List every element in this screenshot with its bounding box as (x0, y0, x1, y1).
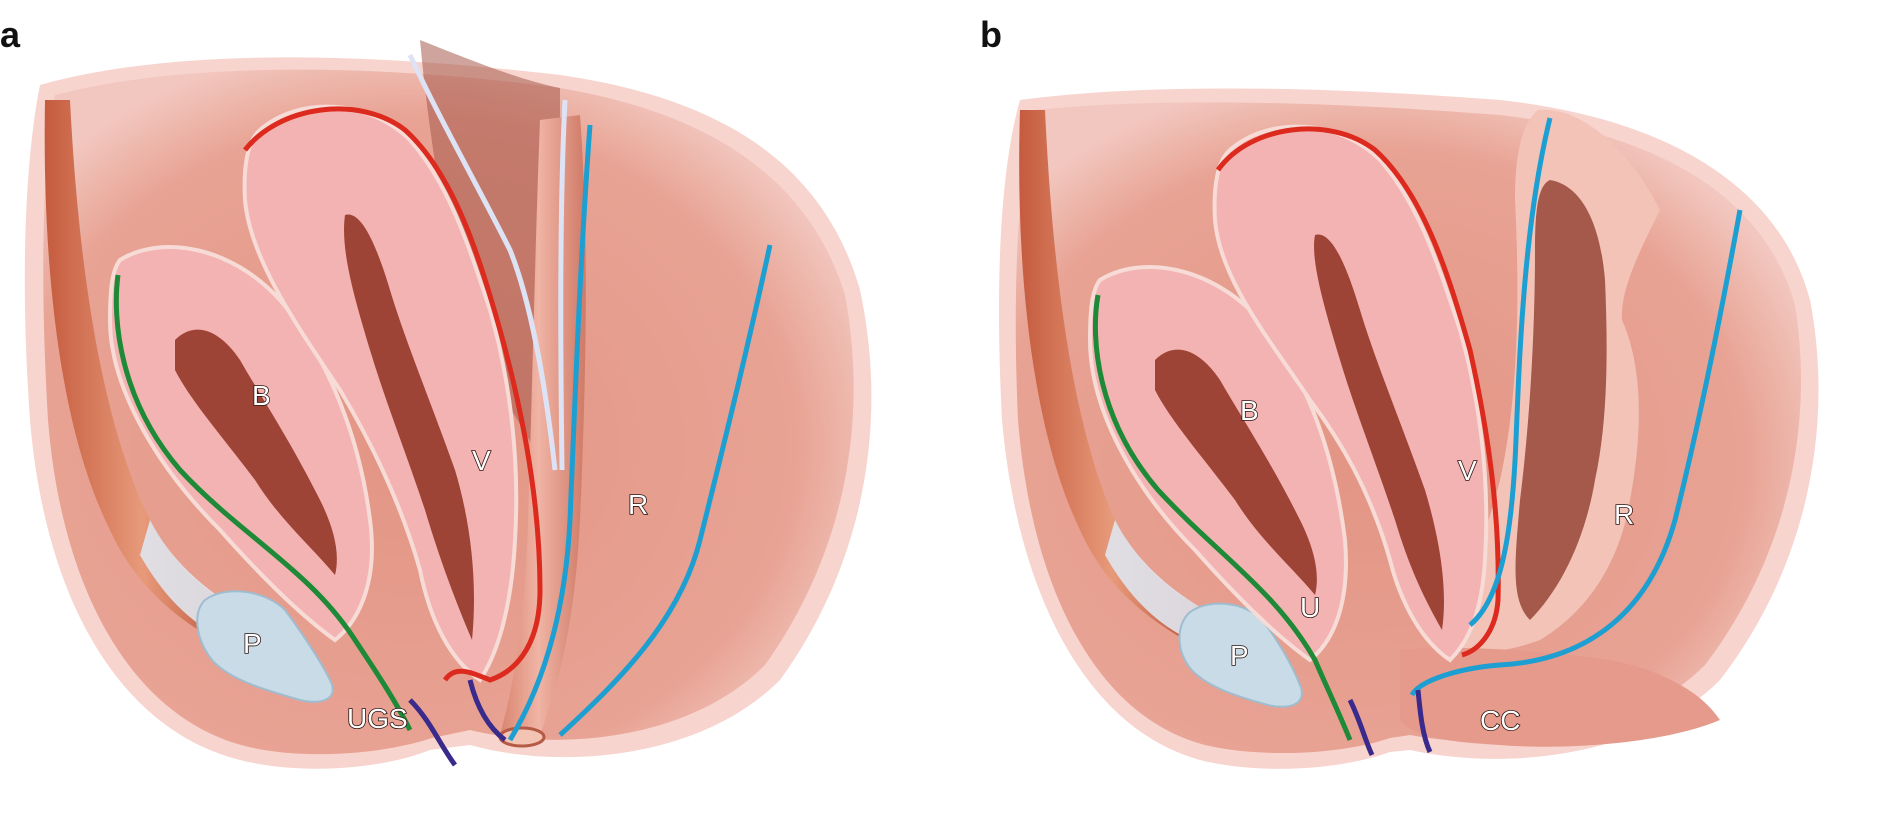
rectum-line-right (558, 244, 773, 737)
rectum-line-left (1468, 117, 1553, 627)
panel-letter-a: a (0, 14, 21, 55)
label-common-channel-b: CC (1480, 705, 1520, 736)
label-ugs-a: UGS (347, 703, 408, 734)
diagram-a: B V R P UGS (24, 40, 872, 769)
perineal-line-left (408, 698, 458, 767)
label-pubis-a: P (243, 628, 262, 659)
perineal-line-right (1415, 689, 1433, 754)
diagram-b: B V R P U CC (999, 88, 1819, 769)
vagina-lumen (344, 214, 475, 641)
label-pubis-b: P (1230, 640, 1249, 671)
perineal-line-right (467, 679, 507, 742)
perineal-line-left (1347, 698, 1375, 757)
label-vagina-b: V (1458, 455, 1477, 486)
vagina-line (243, 106, 543, 683)
bladder-lumen (175, 329, 337, 575)
panel-a: a (0, 14, 872, 769)
vagina-lumen (1314, 234, 1445, 631)
peritoneum-line (407, 53, 558, 471)
label-vagina-a: V (472, 445, 491, 476)
vagina-line (1215, 126, 1501, 658)
anterior-wall-band (44, 100, 241, 640)
rectum-line-left (507, 124, 593, 742)
common-channel (1400, 648, 1720, 747)
rectum-line-right (1409, 209, 1743, 697)
panel-b: b (940, 0, 1879, 817)
label-urethra-b: U (1300, 592, 1320, 623)
label-bladder-b: B (1240, 395, 1259, 426)
pubis-bone (196, 590, 334, 703)
panel-letter-b: b (980, 14, 1002, 55)
bladder-line (113, 274, 413, 732)
label-rectum-a: R (628, 489, 648, 520)
bladder-lumen (1155, 349, 1317, 595)
label-rectum-b: R (1614, 499, 1634, 530)
bladder-line (1092, 294, 1353, 741)
label-bladder-a: B (252, 380, 271, 411)
